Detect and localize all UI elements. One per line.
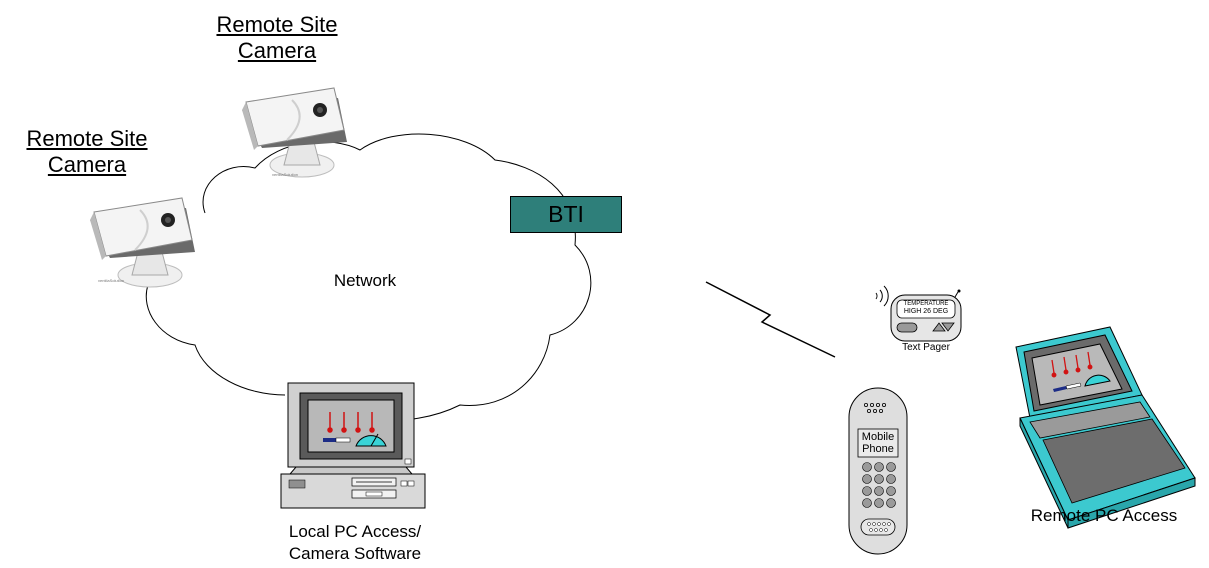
phone-screen-line2: Phone	[862, 443, 894, 455]
svg-text:ventilaSolution: ventilaSolution	[272, 172, 298, 177]
network-label: Network	[333, 271, 397, 290]
svg-text:ventilaSolution: ventilaSolution	[98, 278, 124, 283]
camera-top-label-line2: Camera	[237, 38, 317, 63]
local-pc-label-line1: Local PC Access/	[288, 522, 422, 541]
pager-screen-line1: TEMPERATURE	[903, 301, 949, 307]
bti-box: BTI	[510, 196, 622, 233]
camera-top-label: Remote Site Camera	[196, 12, 358, 64]
pager-caption: Text Pager	[902, 342, 950, 353]
text-pager-icon	[875, 285, 962, 342]
remote-pc-label: Remote PC Access	[1030, 506, 1178, 525]
local-pc-label-line2: Camera Software	[288, 544, 422, 563]
mobile-phone-icon	[848, 387, 908, 555]
camera-left-label-line1: Remote Site	[26, 126, 148, 151]
network-cloud-icon	[145, 133, 592, 421]
camera-icon: ventilaSolution	[242, 87, 347, 178]
pager-screen-line2: HIGH 26 DEG	[903, 308, 949, 315]
desktop-pc-icon	[280, 382, 426, 509]
camera-left-label: Remote Site Camera	[6, 126, 168, 178]
local-pc-label: Local PC Access/ Camera Software	[240, 521, 470, 565]
phone-screen-line1: Mobile	[861, 431, 895, 443]
wireless-link-icon	[705, 281, 836, 358]
pager-screen-text: TEMPERATURE HIGH 26 DEG	[896, 300, 956, 316]
camera-top-label-line1: Remote Site	[216, 12, 338, 37]
phone-screen-text: Mobile Phone	[858, 431, 898, 455]
laptop-icon	[1015, 326, 1196, 529]
camera-icon: ventilaSolution	[90, 197, 195, 288]
bti-label: BTI	[548, 201, 584, 227]
camera-left-label-line2: Camera	[47, 152, 127, 177]
